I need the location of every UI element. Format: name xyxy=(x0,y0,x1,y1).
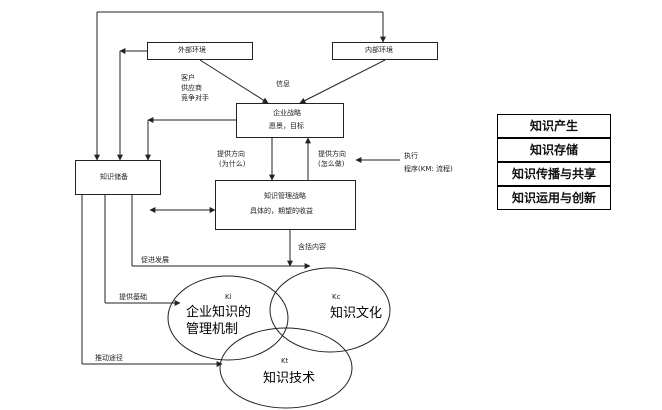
knowledge-store-label: 知识储备 xyxy=(100,173,128,181)
strategy-line2: 愿景，目标 xyxy=(269,122,304,130)
internal-env-box: 内部环境 xyxy=(332,42,438,60)
ki-line2: 管理机制 xyxy=(186,322,239,337)
label-direction-left-1: 提供方向 xyxy=(217,150,245,158)
external-env-box: 外部环境 xyxy=(147,42,253,60)
strategy-box: 企业战略 愿景，目标 xyxy=(236,103,344,138)
label-direction-right-2: (怎么做) xyxy=(318,160,345,168)
label-program: 程序(KM: 流程) xyxy=(404,165,453,173)
external-env-label: 外部环境 xyxy=(178,46,206,54)
table-row: 知识传播与共享 xyxy=(497,162,611,186)
table-row: 知识存储 xyxy=(497,138,611,162)
table-row: 知识产生 xyxy=(497,114,611,138)
label-includes: 含括内容 xyxy=(298,243,326,251)
label-competitors: 竞争对手 xyxy=(181,94,209,102)
label-drive: 推动途径 xyxy=(95,354,123,362)
label-promote: 促进发展 xyxy=(141,256,169,264)
km-strategy-line2: 具体的，期望的收益 xyxy=(250,207,313,215)
label-direction-right-1: 提供方向 xyxy=(318,150,346,158)
kc-tag: Kc xyxy=(332,293,341,301)
label-execute: 执行 xyxy=(404,152,418,160)
label-info: 信息 xyxy=(276,80,290,88)
strategy-line1: 企业战略 xyxy=(273,109,301,117)
km-strategy-line1: 知识管理战略 xyxy=(264,192,306,200)
ki-line1: 企业知识的 xyxy=(186,305,252,320)
label-customers: 客户 xyxy=(181,74,195,82)
label-direction-left-2: (为什么) xyxy=(219,160,246,168)
label-foundation: 提供基础 xyxy=(119,293,147,301)
kc-name: 知识文化 xyxy=(330,306,383,321)
ki-tag: Ki xyxy=(225,293,232,301)
label-suppliers: 供应商 xyxy=(181,84,202,92)
km-strategy-box: 知识管理战略 具体的，期望的收益 xyxy=(215,180,356,230)
knowledge-store-box: 知识储备 xyxy=(75,160,161,195)
kt-tag: Kt xyxy=(281,357,289,365)
kt-name: 知识技术 xyxy=(263,371,316,386)
table-row: 知识运用与创新 xyxy=(497,186,611,210)
internal-env-label: 内部环境 xyxy=(365,46,393,54)
